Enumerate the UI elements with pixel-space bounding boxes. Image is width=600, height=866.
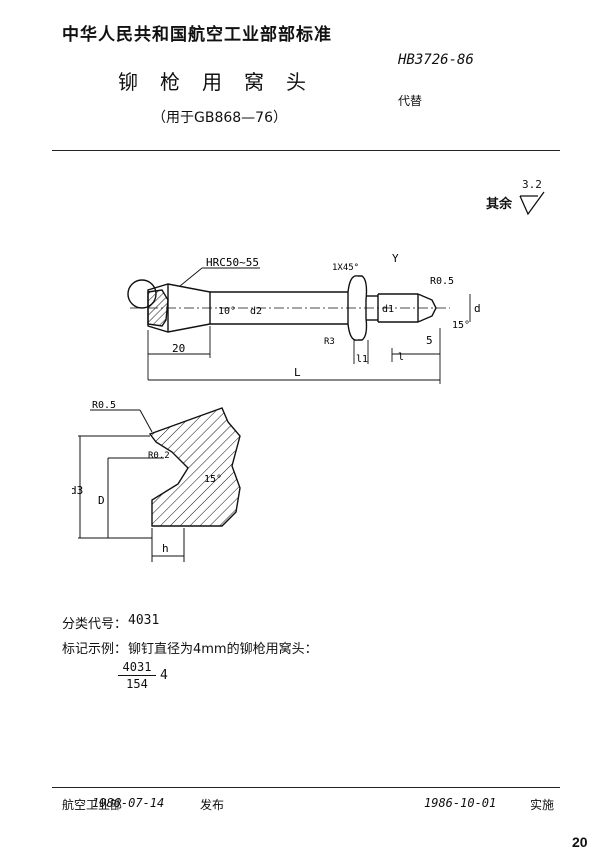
fraction-denominator: 154 — [126, 677, 148, 691]
chamfer-label: 1X45° — [332, 263, 359, 273]
detail-angle-label: 15° — [204, 474, 222, 485]
effective-label: 实施 — [530, 798, 555, 812]
marking-example-text: 铆钉直径为4mm的铆枪用窝头： — [128, 642, 318, 657]
main-technical-drawing: HRC50~55 1X45° Y R0.5 10° d2 d1 d l1 l L… — [127, 252, 480, 384]
issue-label: 发布 — [200, 798, 225, 812]
d2-label: d2 — [250, 306, 262, 317]
detail-r02-label: R0.2 — [148, 451, 170, 461]
tip-radius-label: R0.5 — [430, 276, 454, 287]
page-subtitle: （用于GB868—76） — [152, 110, 287, 126]
dim-20-label: 20 — [172, 342, 185, 355]
angle-10-label: 10° — [218, 306, 236, 317]
detail-D-label: D — [98, 494, 105, 507]
angle-15-label: 15° — [452, 320, 470, 331]
surface-y-label: Y — [392, 252, 399, 265]
detail-h-label: h — [162, 542, 169, 555]
standard-number: HB3726-86 — [398, 52, 474, 68]
issuer: 航空工业部 — [62, 798, 123, 812]
d1-label: d1 — [382, 304, 394, 315]
dim-5-label: 5 — [426, 334, 433, 347]
footer-divider — [52, 787, 560, 788]
roughness-label: 其余 — [486, 197, 513, 212]
page-title: 铆枪用窝头 — [118, 70, 328, 94]
marking-example-label: 标记示例： — [62, 642, 128, 657]
l1-label: l1 — [356, 354, 368, 365]
roughness-value: 3.2 — [522, 178, 542, 191]
fraction-numerator: 4031 — [118, 660, 156, 676]
detail-d3-label: d3 — [72, 484, 83, 497]
detail-radius-label: R0.5 — [92, 400, 116, 411]
class-label: 分类代号： — [62, 617, 128, 632]
length-L-label: L — [294, 366, 301, 379]
hardness-label: HRC50~55 — [206, 256, 259, 269]
d-label: d — [474, 302, 480, 315]
header-divider — [52, 150, 560, 151]
issue-date: 1986-07-14 — [92, 796, 165, 810]
class-code: 4031 — [128, 613, 160, 628]
standard-organization: 中华人民共和国航空工业部部标准 — [62, 25, 332, 45]
effective-date: 1986-10-01 — [424, 796, 497, 810]
marking-fraction: 4031 154 — [118, 660, 156, 691]
detail-technical-drawing: R0.5 R0.2 15° d3 D h — [72, 400, 241, 562]
replaces-label: 代替 — [398, 94, 423, 108]
l-label: l — [398, 352, 404, 363]
fraction-suffix: 4 — [160, 668, 168, 683]
roughness-symbol-icon — [519, 191, 545, 216]
page-number: 20 — [572, 834, 588, 850]
r3-label: R3 — [324, 337, 335, 347]
